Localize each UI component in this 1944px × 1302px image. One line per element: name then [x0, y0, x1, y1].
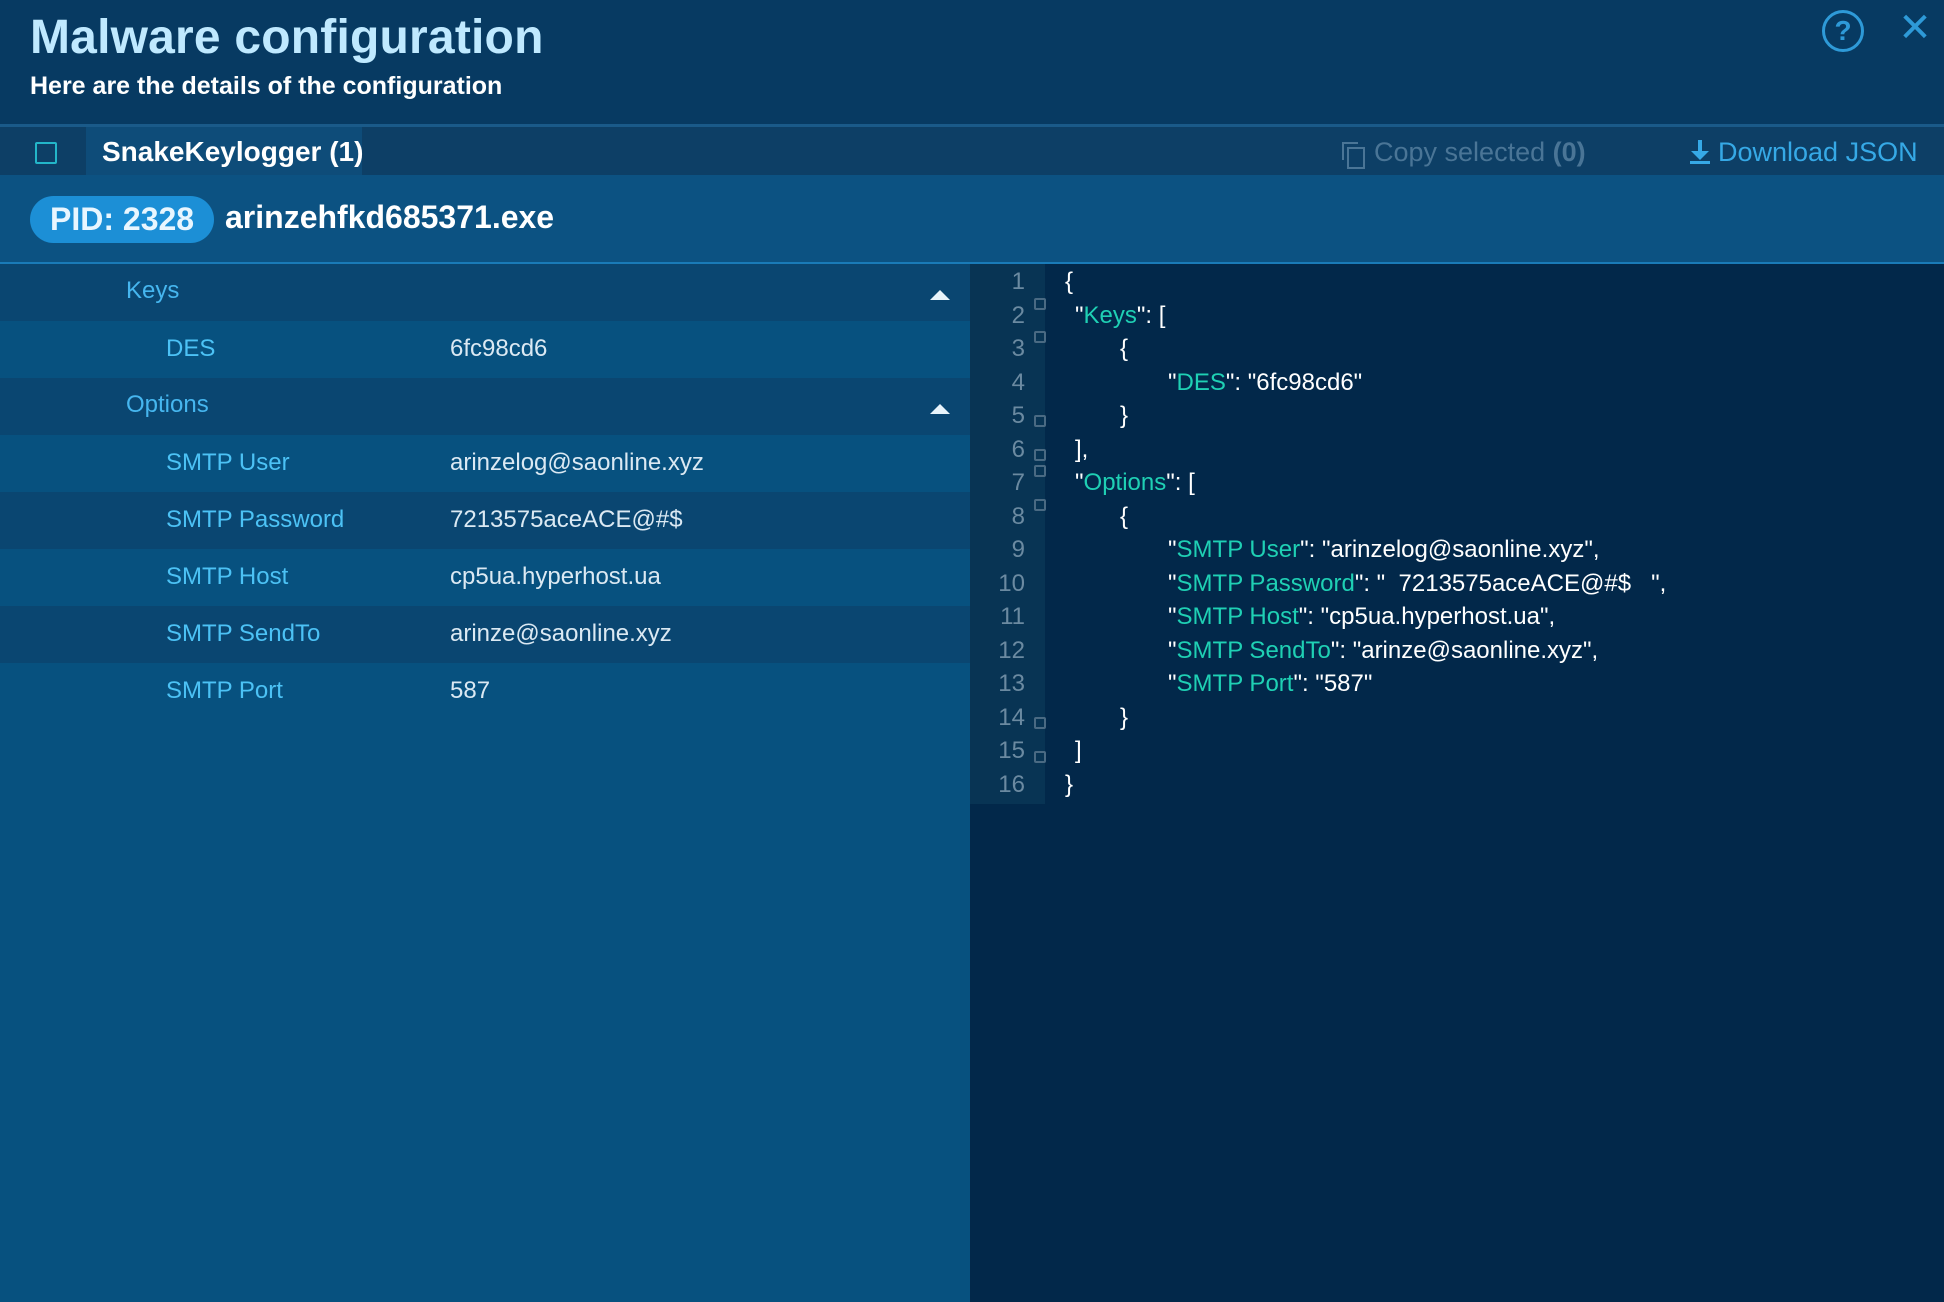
- download-icon: [1690, 140, 1710, 164]
- line-number: 3: [1011, 335, 1025, 362]
- code-line: {: [1065, 268, 1074, 295]
- code-line: }: [1120, 402, 1129, 429]
- tab-bar: SnakeKeylogger (1) Copy selected (0) Dow…: [0, 127, 1944, 175]
- code-line: "SMTP Password": " 7213575aceACE@#$ ",: [1168, 570, 1667, 597]
- code-line: "SMTP SendTo": "arinze@saonline.xyz",: [1168, 637, 1599, 664]
- line-number-gutter: 1 2 3 4 5 6 7 8 9 10 11 12 13 14 15 16: [970, 264, 1046, 804]
- line-number: 10: [998, 570, 1025, 597]
- tree-row-value: arinze@saonline.xyz: [450, 620, 672, 647]
- json-editor[interactable]: 1 2 3 4 5 6 7 8 9 10 11 12 13 14 15 16 {: [970, 264, 1944, 1302]
- line-number: 13: [998, 670, 1025, 697]
- line-number: 14: [998, 704, 1025, 731]
- line-number: 9: [1011, 536, 1025, 563]
- copy-selected-label: Copy selected: [1374, 137, 1546, 167]
- tree-row-value: arinzelog@saonline.xyz: [450, 449, 704, 476]
- fold-end-icon: [1034, 415, 1046, 427]
- tree-row-key: SMTP User: [166, 449, 290, 476]
- tree-row[interactable]: SMTP Host cp5ua.hyperhost.ua: [0, 549, 970, 606]
- download-json-button[interactable]: Download JSON: [1690, 137, 1918, 167]
- tree-row-value: 7213575aceACE@#$: [450, 506, 683, 533]
- line-number: 5: [1011, 402, 1025, 429]
- tree-row-key: DES: [166, 335, 216, 362]
- dialog-subtitle: Here are the details of the configuratio…: [30, 72, 503, 100]
- code-line: "Keys": [: [1075, 302, 1166, 329]
- tree-row[interactable]: SMTP SendTo arinze@saonline.xyz: [0, 606, 970, 663]
- process-header: PID: 2328 arinzehfkd685371.exe: [0, 175, 1944, 264]
- fold-end-icon: [1034, 717, 1046, 729]
- code-line: "Options": [: [1075, 469, 1195, 496]
- code-line: "DES": "6fc98cd6": [1168, 369, 1363, 396]
- tree-row[interactable]: SMTP Password 7213575aceACE@#$: [0, 492, 970, 549]
- line-number: 6: [1011, 436, 1025, 463]
- fold-end-icon: [1034, 449, 1046, 461]
- tree-row-key: SMTP SendTo: [166, 620, 321, 647]
- line-number: 12: [998, 637, 1025, 664]
- code-line: "SMTP Host": "cp5ua.hyperhost.ua",: [1168, 603, 1556, 630]
- line-number: 11: [1000, 603, 1025, 630]
- line-number: 7: [1011, 469, 1025, 496]
- tree-row-value: 6fc98cd6: [450, 335, 548, 362]
- dialog-title: Malware configuration: [30, 11, 544, 64]
- tree-row[interactable]: DES 6fc98cd6: [0, 321, 970, 378]
- group-options[interactable]: Options: [0, 378, 970, 435]
- fold-toggle-icon[interactable]: [1034, 298, 1046, 310]
- tree-row-key: SMTP Password: [166, 506, 345, 533]
- dialog-header: Malware configuration Here are the detai…: [0, 0, 1944, 127]
- tree-row[interactable]: SMTP Port 587: [0, 663, 970, 720]
- tab-label: SnakeKeylogger (1): [102, 136, 364, 167]
- group-keys[interactable]: Keys: [0, 264, 970, 321]
- group-options-label: Options: [126, 391, 209, 418]
- collapse-caret-icon[interactable]: [930, 290, 950, 300]
- fold-toggle-icon[interactable]: [1034, 331, 1046, 343]
- code-line: }: [1065, 771, 1074, 798]
- config-tree: Keys DES 6fc98cd6 Options SMTP User arin…: [0, 264, 970, 1302]
- collapse-caret-icon[interactable]: [930, 404, 950, 414]
- fold-end-icon: [1034, 751, 1046, 763]
- code-line: {: [1120, 335, 1129, 362]
- download-json-label: Download JSON: [1718, 137, 1918, 167]
- line-number: 1: [1011, 268, 1025, 295]
- copy-selected-count: (0): [1552, 137, 1586, 167]
- fold-toggle-icon[interactable]: [1034, 465, 1046, 477]
- group-keys-label: Keys: [126, 277, 180, 304]
- copy-selected-button[interactable]: Copy selected (0): [1342, 137, 1586, 169]
- pid-badge: PID: 2328: [30, 196, 215, 243]
- code-line: ],: [1075, 436, 1089, 463]
- line-number: 8: [1011, 503, 1025, 530]
- tree-row-key: SMTP Host: [166, 563, 289, 590]
- code-line: "SMTP User": "arinzelog@saonline.xyz",: [1168, 536, 1600, 563]
- process-name: arinzehfkd685371.exe: [225, 199, 555, 235]
- code-line: ]: [1075, 737, 1082, 764]
- line-number: 15: [998, 737, 1025, 764]
- close-icon[interactable]: ✕: [1898, 6, 1932, 50]
- code-line: {: [1120, 503, 1129, 530]
- line-number: 16: [998, 771, 1025, 798]
- select-all-checkbox[interactable]: [35, 142, 57, 164]
- tab-snakekeylogger[interactable]: SnakeKeylogger (1): [86, 127, 364, 175]
- copy-icon: [1342, 142, 1365, 169]
- line-number: 4: [1011, 369, 1025, 396]
- line-number: 2: [1011, 302, 1025, 329]
- code-line: "SMTP Port": "587": [1168, 670, 1373, 697]
- fold-toggle-icon[interactable]: [1034, 499, 1046, 511]
- help-icon[interactable]: ?: [1822, 10, 1864, 52]
- tree-row-key: SMTP Port: [166, 677, 283, 704]
- tree-row-value: 587: [450, 677, 491, 704]
- tree-row-value: cp5ua.hyperhost.ua: [450, 563, 661, 590]
- tree-row[interactable]: SMTP User arinzelog@saonline.xyz: [0, 435, 970, 492]
- code-line: }: [1120, 704, 1129, 731]
